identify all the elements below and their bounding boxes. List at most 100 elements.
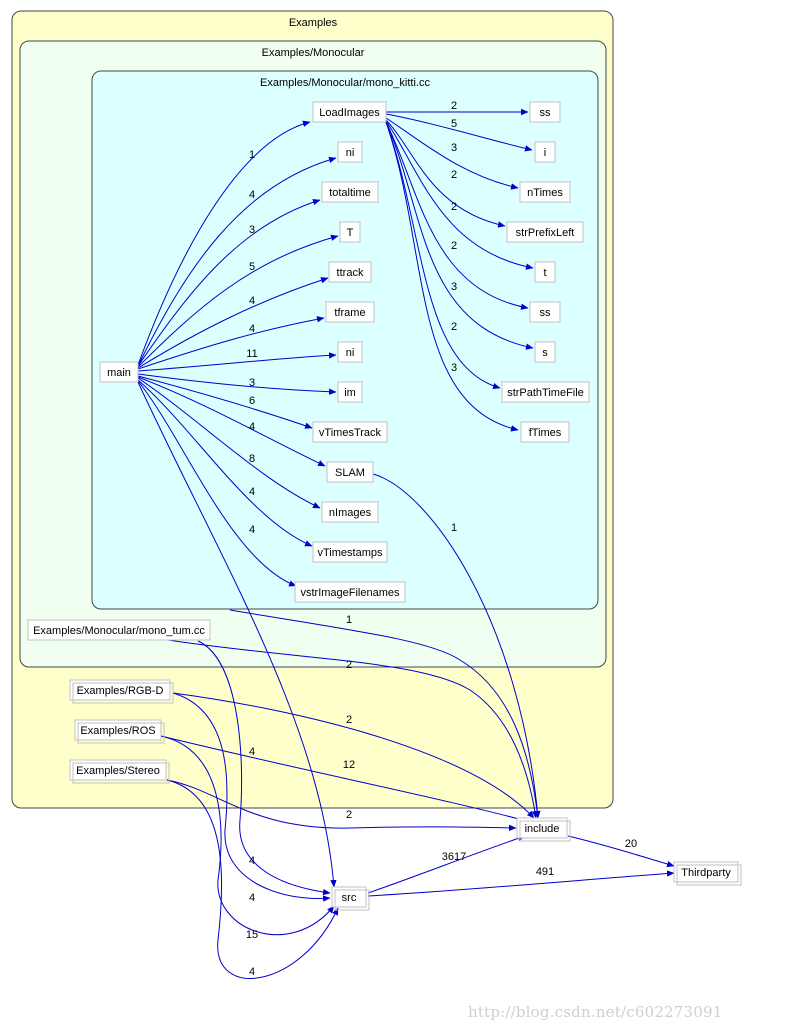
node-thirdparty-label: Thirdparty (681, 867, 731, 879)
label-main-ttrack: 4 (249, 295, 255, 307)
node-ros[interactable]: Examples/ROS (74, 719, 165, 744)
node-i-label: i (544, 147, 546, 159)
label-main-im: 3 (249, 377, 255, 389)
label-rgbd-src: 4 (249, 892, 255, 904)
edge-labels: 2 5 3 2 2 2 3 2 3 1 4 3 5 4 4 11 3 6 4 8… (246, 100, 637, 978)
edges (137, 108, 675, 979)
node-strpathtimefile[interactable]: strPathTimeFile (501, 381, 590, 403)
node-src-label: src (342, 892, 357, 904)
edge-ros-include (160, 735, 531, 824)
edge-load-s (385, 121, 534, 350)
edge-load-i (385, 113, 533, 152)
edge-load-path (385, 121, 501, 390)
node-rgbd-label: Examples/RGB-D (77, 685, 164, 697)
edge-load-ftimes (385, 121, 519, 432)
edge-load-ntimes (385, 117, 519, 190)
node-slam-label: SLAM (335, 467, 365, 479)
node-T[interactable]: T (339, 221, 361, 243)
edge-load-ss2 (385, 121, 529, 310)
edge-src-third (367, 870, 675, 897)
label-ros-src: 15 (246, 929, 258, 941)
node-ss1-label: ss (540, 107, 552, 119)
label-main-vtt: 6 (249, 395, 255, 407)
node-ni2[interactable]: ni (337, 341, 363, 363)
node-T-label: T (347, 227, 354, 239)
node-vtimestrack-label: vTimesTrack (319, 427, 382, 439)
label-kitti-include: 1 (346, 614, 352, 626)
node-main[interactable]: main (99, 361, 139, 383)
node-vtimestamps-label: vTimestamps (318, 547, 383, 559)
node-vstrimagefilenames-label: vstrImageFilenames (300, 587, 400, 599)
node-t[interactable]: t (534, 261, 556, 283)
node-ttrack[interactable]: ttrack (328, 261, 372, 283)
edge-rgbd-src (172, 692, 331, 902)
node-thirdparty[interactable]: Thirdparty (673, 861, 742, 886)
node-t-label: t (543, 267, 546, 279)
nodes: LoadImages ss i nTimes strPrefixLeft t s… (27, 101, 742, 911)
edge-ros-src (160, 735, 335, 936)
edge-main-im (137, 373, 337, 395)
label-load-ss2: 2 (451, 240, 457, 252)
edge-main-src (137, 381, 337, 888)
node-ni1[interactable]: ni (337, 141, 363, 163)
node-vtimestrack[interactable]: vTimesTrack (312, 421, 388, 443)
node-mono-tum[interactable]: Examples/Monocular/mono_tum.cc (27, 619, 211, 641)
label-main-ni1: 4 (249, 189, 255, 201)
node-tframe-label: tframe (334, 307, 365, 319)
node-mono-tum-label: Examples/Monocular/mono_tum.cc (33, 625, 205, 637)
node-tframe[interactable]: tframe (325, 301, 375, 323)
edge-rgbd-include (172, 692, 535, 819)
node-im[interactable]: im (337, 381, 363, 403)
label-tum-include: 2 (346, 659, 352, 671)
edge-main-load (137, 120, 311, 366)
node-ss2[interactable]: ss (529, 301, 561, 323)
node-ntimes-label: nTimes (527, 187, 563, 199)
edge-main-ni1 (137, 156, 337, 367)
label-main-vts: 4 (249, 486, 255, 498)
label-include-third: 20 (625, 838, 637, 850)
node-s-label: s (542, 347, 548, 359)
node-strprefixleft[interactable]: strPrefixLeft (506, 221, 584, 243)
node-ni2-label: ni (346, 347, 355, 359)
node-ss1[interactable]: ss (529, 101, 561, 123)
label-rgbd-include: 2 (346, 714, 352, 726)
cluster-mono-kitti: Examples/Monocular/mono_kitti.cc (91, 70, 599, 610)
edge-main-vstr (137, 380, 297, 587)
node-vtimestamps[interactable]: vTimestamps (312, 541, 388, 563)
label-ros-include: 12 (343, 759, 355, 771)
node-s[interactable]: s (534, 341, 556, 363)
node-include[interactable]: include (516, 817, 571, 842)
edge-main-vts (137, 379, 313, 547)
node-totaltime[interactable]: totaltime (321, 181, 379, 203)
edge-load-prefix (385, 119, 506, 228)
node-slam[interactable]: SLAM (326, 461, 374, 483)
label-load-ftimes: 3 (451, 362, 457, 374)
edge-include-third (567, 835, 675, 868)
label-main-load: 1 (249, 149, 255, 161)
node-vstrimagefilenames[interactable]: vstrImageFilenames (294, 581, 406, 603)
edge-tum-src (197, 640, 331, 896)
edge-stereo-include (166, 779, 517, 832)
node-loadimages-label: LoadImages (319, 107, 380, 119)
node-i[interactable]: i (534, 141, 556, 163)
node-nimages[interactable]: nImages (321, 501, 379, 523)
edge-main-slam (137, 376, 326, 467)
label-main-vstr: 4 (249, 524, 255, 536)
label-load-s: 3 (451, 281, 457, 293)
node-ntimes[interactable]: nTimes (519, 181, 571, 203)
label-main-tframe: 4 (249, 323, 255, 335)
node-loadimages[interactable]: LoadImages (312, 101, 387, 123)
node-ss2-label: ss (540, 307, 552, 319)
label-stereo-src: 4 (249, 966, 255, 978)
edge-main-ni2 (137, 352, 337, 372)
node-rgbd[interactable]: Examples/RGB-D (69, 679, 174, 704)
edge-load-t (385, 120, 534, 270)
node-src[interactable]: src (331, 886, 370, 911)
label-load-ntimes: 3 (451, 142, 457, 154)
cluster-examples-title: Examples (289, 17, 338, 29)
node-strprefixleft-label: strPrefixLeft (516, 227, 575, 239)
node-stereo[interactable]: Examples/Stereo (69, 759, 170, 784)
node-ftimes[interactable]: fTimes (520, 421, 570, 443)
node-include-label: include (525, 823, 560, 835)
